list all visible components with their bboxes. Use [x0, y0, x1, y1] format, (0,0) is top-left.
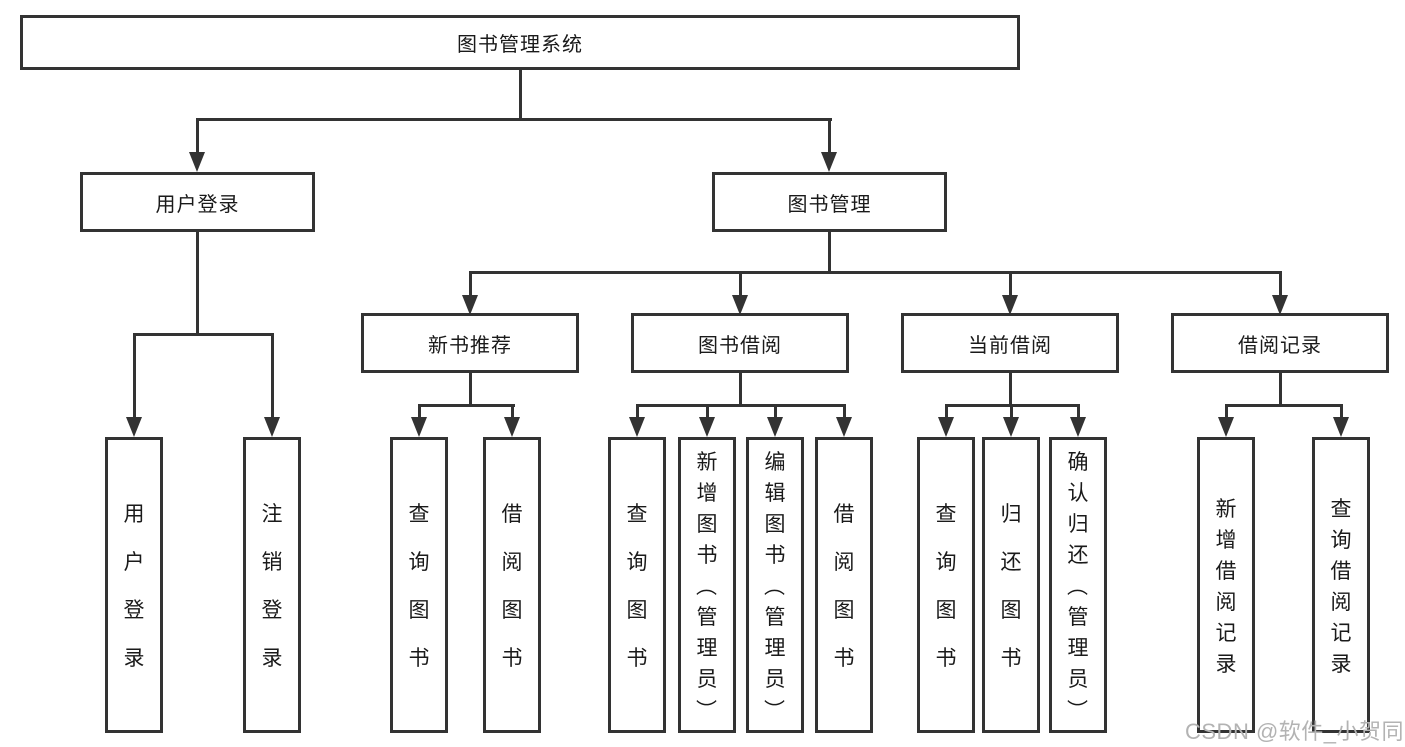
arrow-book-borrow-child-4: [836, 404, 852, 437]
leaf-add-books-admin: 新增图书（管理员）: [678, 437, 736, 733]
connector-root-bus: [195, 118, 832, 121]
node-library-system-label: 图书管理系统: [457, 34, 583, 56]
leaf-edit-books-admin: 编辑图书（管理员）: [746, 437, 804, 733]
leaf-query-borrow-record: 查询借阅记录: [1312, 437, 1370, 733]
arrow-to-current-borrow: [1002, 271, 1018, 315]
arrow-current-borrow-child-1: [938, 404, 954, 437]
arrow-book-borrow-child-3: [767, 404, 783, 437]
leaf-query-books-current: 查询图书: [917, 437, 975, 733]
arrow-current-borrow-child-2: [1003, 404, 1019, 437]
arrow-borrow-records-child-2: [1333, 404, 1349, 437]
node-borrow-records: 借阅记录: [1171, 313, 1389, 373]
connector-book-borrow-bus: [635, 404, 846, 407]
csdn-watermark: CSDN @软件_小贺同学: [1185, 719, 1405, 744]
arrow-book-borrow-child-1: [629, 404, 645, 437]
leaf-borrow-books-recommend: 借阅图书: [483, 437, 541, 733]
arrow-to-logout-leaf: [264, 333, 280, 437]
arrow-current-borrow-child-3: [1070, 404, 1086, 437]
arrow-to-book-management: [821, 118, 837, 172]
node-book-management: 图书管理: [712, 172, 947, 232]
connector-user-login-stem: [195, 232, 199, 335]
node-current-borrow-label: 当前借阅: [968, 334, 1052, 357]
node-library-system: 图书管理系统: [20, 15, 1020, 70]
leaf-confirm-return-admin: 确认归还（管理员）: [1049, 437, 1107, 733]
connector-borrow-records-bus: [1224, 404, 1343, 407]
connector-root-stem: [518, 70, 522, 120]
connector-new-book-bus: [417, 404, 515, 407]
connector-new-book-stem: [468, 371, 472, 406]
leaf-query-books-recommend: 查询图书: [390, 437, 448, 733]
connector-book-management-bus: [468, 271, 1282, 274]
leaf-borrow-books: 借阅图书: [815, 437, 873, 733]
node-user-login-label: 用户登录: [155, 193, 240, 216]
node-borrow-records-label: 借阅记录: [1238, 334, 1322, 357]
arrow-borrow-records-child-1: [1218, 404, 1234, 437]
arrow-to-new-book-recommend: [462, 271, 478, 315]
arrow-to-login-leaf: [126, 333, 142, 437]
connector-current-borrow-stem: [1008, 371, 1012, 406]
node-book-borrow-label: 图书借阅: [698, 334, 782, 357]
arrow-to-borrow-records: [1272, 271, 1288, 315]
connector-borrow-records-stem: [1278, 371, 1282, 406]
arrow-to-user-login: [189, 118, 205, 172]
connector-book-borrow-stem: [738, 371, 742, 406]
leaf-logout: 注销登录: [243, 437, 301, 733]
arrow-new-book-child-1: [411, 404, 427, 437]
leaf-query-books-borrow: 查询图书: [608, 437, 666, 733]
leaf-add-borrow-record: 新增借阅记录: [1197, 437, 1255, 733]
node-book-borrow: 图书借阅: [631, 313, 849, 373]
node-new-book-recommend-label: 新书推荐: [428, 334, 512, 357]
connector-user-login-bus: [132, 333, 274, 336]
connector-book-management-stem: [827, 232, 831, 273]
node-current-borrow: 当前借阅: [901, 313, 1119, 373]
node-new-book-recommend: 新书推荐: [361, 313, 579, 373]
leaf-user-login: 用户登录: [105, 437, 163, 733]
leaf-return-books: 归还图书: [982, 437, 1040, 733]
node-user-login: 用户登录: [80, 172, 315, 232]
arrow-new-book-child-2: [504, 404, 520, 437]
node-book-management-label: 图书管理: [787, 193, 872, 216]
arrow-book-borrow-child-2: [699, 404, 715, 437]
arrow-to-book-borrow: [732, 271, 748, 315]
